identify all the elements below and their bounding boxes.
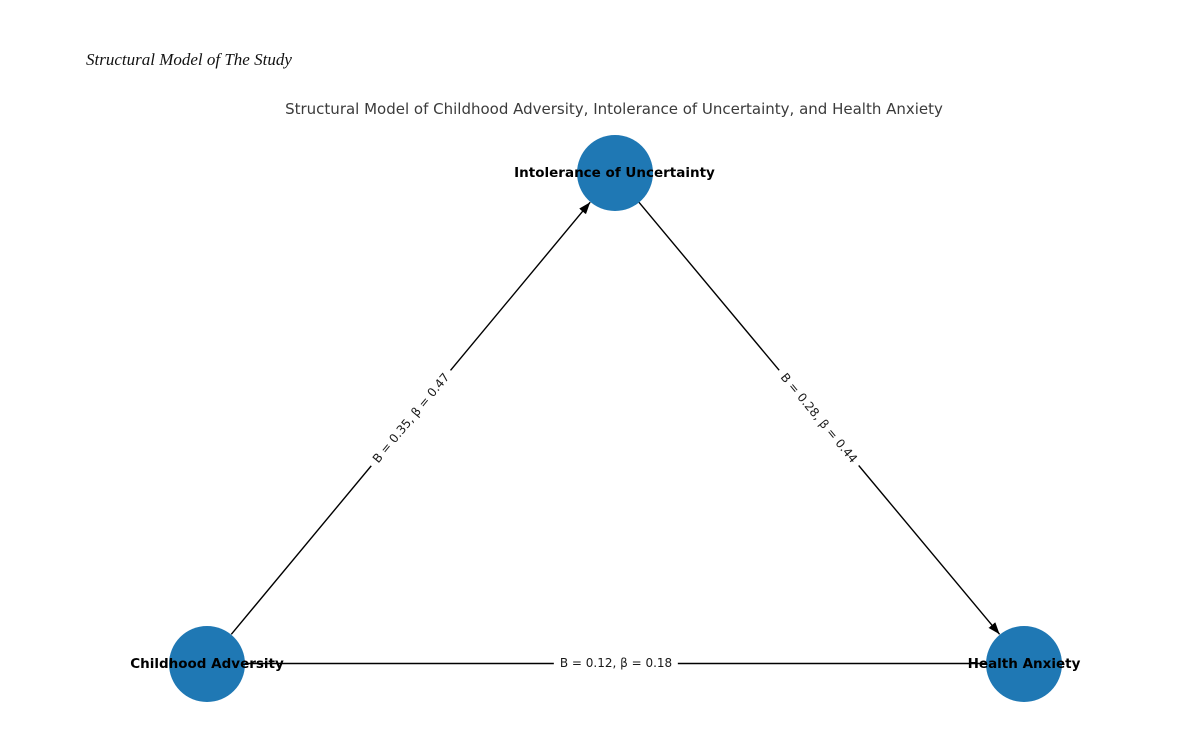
node-circle-childhood-adversity (169, 625, 245, 702)
figure-title: Structural Model of Childhood Adversity,… (285, 100, 943, 118)
edge-label-ca-to-ha: B = 0.12, β = 0.18 (553, 654, 679, 672)
node-label-intolerance-of-uncertainty: Intolerance of Uncertainty (514, 165, 715, 181)
document-heading: Structural Model of The Study (86, 50, 292, 69)
node-label-childhood-adversity: Childhood Adversity (130, 655, 284, 672)
node-circle-health-anxiety (986, 625, 1062, 702)
node-circle-intolerance-of-uncertainty (576, 135, 653, 211)
node-label-health-anxiety: Health Anxiety (967, 655, 1081, 672)
